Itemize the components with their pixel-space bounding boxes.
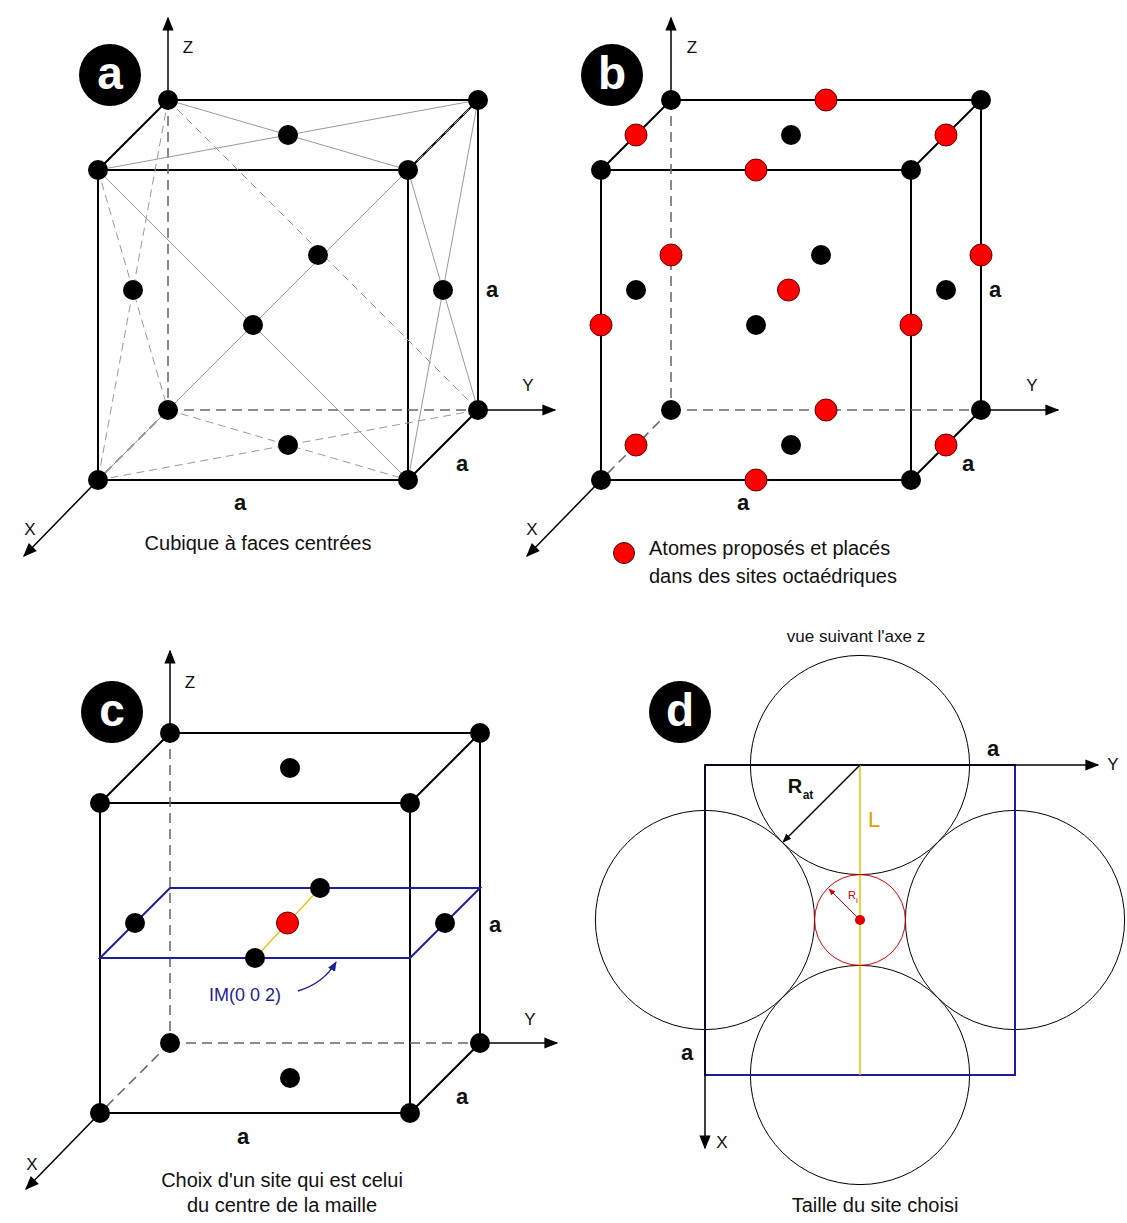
panel-badge: c <box>81 681 143 743</box>
y-axis <box>705 764 1098 766</box>
axis-label: Y <box>524 1009 535 1030</box>
site-radius-subscript: i <box>856 896 858 906</box>
cell-center-site <box>26 651 557 1189</box>
leader-line <box>298 962 336 991</box>
dimension-label: a <box>681 1039 693 1067</box>
view-caption: vue suivant l'axe z <box>787 626 925 647</box>
length-label: L <box>868 806 880 834</box>
axis-label: Z <box>183 37 193 58</box>
dimension-label: a <box>989 276 1001 304</box>
radius-label: R <box>788 774 802 799</box>
dimension-label: a <box>456 450 468 478</box>
panel-badge: d <box>649 681 711 743</box>
panel-badge: a <box>79 44 141 106</box>
dimension-label: a <box>486 276 498 304</box>
site-radius-arrow <box>829 889 860 920</box>
axis-label: X <box>26 1154 37 1175</box>
fcc-cell <box>24 18 555 556</box>
axis-label: Z <box>687 37 697 58</box>
legend-text: Atomes proposés et placés dans des sites… <box>649 534 917 590</box>
dimension-label: a <box>489 911 501 939</box>
octahedral-atoms <box>590 89 992 491</box>
caption-text: Taille du site choisi <box>792 1193 959 1218</box>
panel-badge: b <box>581 44 643 106</box>
dimension-label: a <box>237 1123 249 1151</box>
dimension-label: a <box>987 735 999 763</box>
octahedral-atom <box>277 912 299 934</box>
legend-swatch <box>613 542 635 564</box>
x-axis <box>704 765 706 1148</box>
panel-letter: b <box>598 50 626 96</box>
cube-frame <box>26 651 557 1189</box>
panel-letter: d <box>666 687 694 733</box>
radius-arrow <box>783 765 860 842</box>
caption-text: Choix d'un site qui est celui du centre … <box>148 1168 416 1218</box>
axis-label: X <box>526 519 537 540</box>
caption-text: Cubique à faces centrées <box>145 531 372 556</box>
axis-label: X <box>716 1132 727 1153</box>
cube-frame <box>527 18 1058 556</box>
atoms <box>88 90 488 490</box>
site-radius-label: R <box>848 889 856 903</box>
atom-spheres <box>595 655 1124 1184</box>
face-diagonals <box>98 100 478 480</box>
atoms <box>90 723 490 1123</box>
dimension-label: a <box>737 489 749 517</box>
panel-letter: a <box>97 50 123 96</box>
dimension-label: a <box>234 489 246 517</box>
panel-letter: c <box>99 687 125 733</box>
cell-face <box>705 765 1015 1075</box>
axis-label: X <box>24 519 35 540</box>
dimension-label: a <box>456 1083 468 1111</box>
dimension-label: a <box>962 450 974 478</box>
plane-002 <box>100 888 480 958</box>
axis-label: Y <box>1026 375 1037 396</box>
axis-label: Z <box>185 672 195 693</box>
cube-frame <box>24 18 555 556</box>
fcc-cell-octahedral <box>527 18 1058 556</box>
octahedral-site <box>815 875 906 966</box>
radius-subscript: at <box>803 788 814 803</box>
atoms <box>591 90 991 490</box>
plane-label: IM(0 0 2) <box>209 984 281 1007</box>
site-size-view <box>595 655 1124 1184</box>
axis-label: Y <box>522 375 533 396</box>
axis-label: Y <box>1107 754 1118 775</box>
legend-entry: Atomes proposés et placés dans des sites… <box>613 534 917 590</box>
plane-axis-line <box>255 888 320 958</box>
